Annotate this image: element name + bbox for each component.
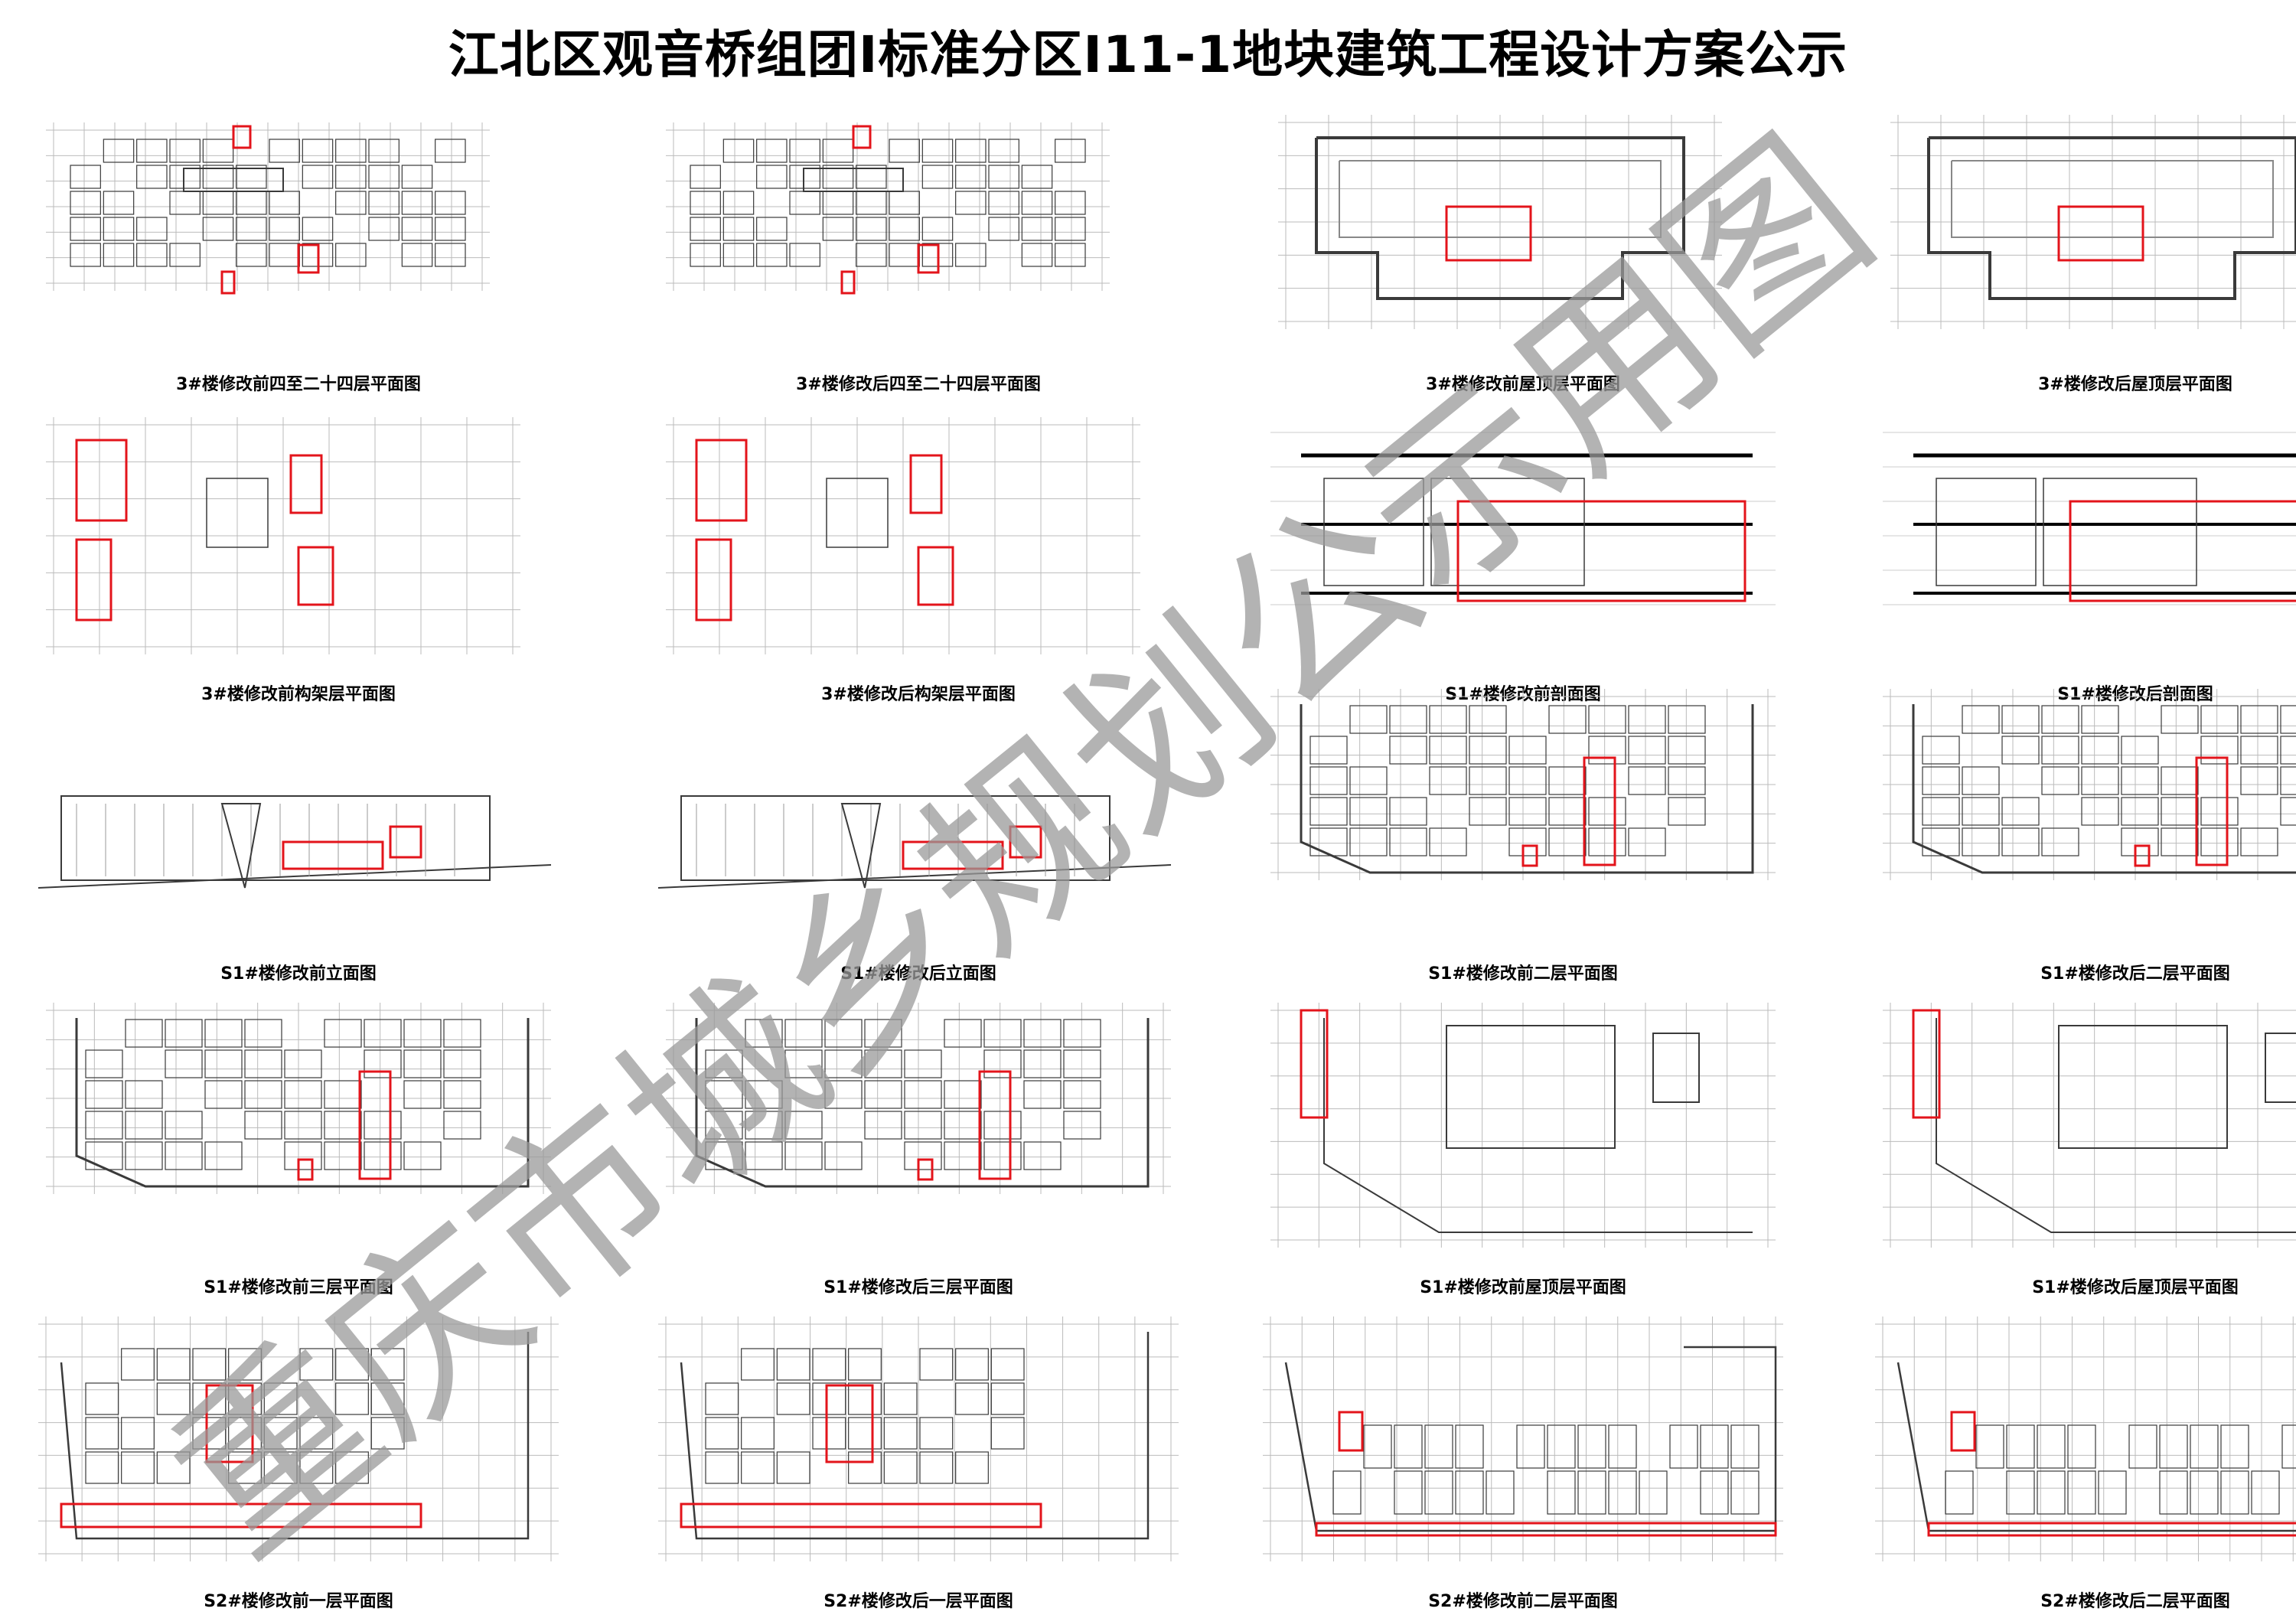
drawing-panel: 3#楼修改后屋顶层平面图 <box>1867 100 2296 394</box>
drawing-s2plan <box>38 1316 559 1561</box>
drawing-caption: 3#楼修改后四至二十四层平面图 <box>796 375 1041 394</box>
drawing-floorplan <box>46 122 490 295</box>
drawing-panel: 3#楼修改后构架层平面图 <box>651 409 1186 704</box>
revision-markup <box>205 1384 254 1463</box>
drawing-caption: S1#楼修改前屋顶层平面图 <box>1420 1278 1626 1297</box>
revision-markup <box>1912 1009 1941 1119</box>
drawing-caption: S2#楼修改前二层平面图 <box>1428 1592 1618 1611</box>
page-title: 江北区观音桥组团I标准分区I11-1地块建筑工程设计方案公示 <box>448 25 1848 84</box>
revision-markup <box>220 270 236 295</box>
revision-markup <box>1338 1411 1364 1452</box>
revision-markup <box>902 840 1004 870</box>
drawing-caption: S1#楼修改后立面图 <box>840 964 996 984</box>
revision-markup <box>2057 205 2144 262</box>
drawing-caption: 3#楼修改前构架层平面图 <box>201 685 396 704</box>
drawing-section <box>1270 432 1776 605</box>
drawing-panel: S2#楼修改后一层平面图 <box>651 1316 1186 1611</box>
drawing-panel: 3#楼修改前屋顶层平面图 <box>1255 100 1791 394</box>
drawing-panel: S2#楼修改后二层平面图 <box>1867 1316 2296 1611</box>
revision-markup <box>297 243 320 274</box>
drawing-panel: 3#楼修改后四至二十四层平面图 <box>651 100 1186 394</box>
revision-markup <box>282 840 384 870</box>
drawing-bigplan <box>1270 689 1776 880</box>
drawing-caption: S2#楼修改后二层平面图 <box>2040 1592 2230 1611</box>
drawing-elevation <box>657 795 1172 889</box>
revision-markup <box>1445 205 1532 262</box>
drawing-panel: 3#楼修改前四至二十四层平面图 <box>31 100 566 394</box>
drawing-roof <box>1278 115 1722 329</box>
revision-markup <box>917 1158 934 1181</box>
revision-markup <box>909 454 943 514</box>
revision-markup <box>917 546 954 606</box>
drawing-caption: S1#楼修改前三层平面图 <box>204 1278 393 1297</box>
drawing-s1roof <box>1883 1003 2296 1248</box>
drawing-panel: S1#楼修改后立面图 <box>651 689 1186 984</box>
revision-markup <box>75 439 128 522</box>
revision-markup <box>917 243 940 274</box>
drawing-panel: S1#楼修改后二层平面图 <box>1867 689 2296 984</box>
drawing-s2long <box>1263 1316 1783 1561</box>
drawing-caption: 3#楼修改后构架层平面图 <box>821 685 1016 704</box>
drawing-floorplan <box>666 122 1110 295</box>
drawing-caption: 3#楼修改前四至二十四层平面图 <box>176 375 421 394</box>
drawing-panel: S1#楼修改前剖面图 <box>1255 409 1791 704</box>
revision-markup <box>2069 500 2296 602</box>
drawing-panel: S1#楼修改前立面图 <box>31 689 566 984</box>
revision-markup <box>695 439 748 522</box>
drawing-elevation <box>38 795 552 889</box>
revision-markup <box>1456 500 1746 602</box>
revision-markup <box>2195 756 2229 866</box>
drawing-s1roof <box>1270 1003 1776 1248</box>
drawing-bigplan <box>1883 689 2296 880</box>
drawing-caption: S1#楼修改前立面图 <box>220 964 377 984</box>
revision-markup <box>1583 756 1616 866</box>
revision-markup <box>2134 844 2151 867</box>
revision-markup <box>232 125 252 149</box>
revision-markup <box>852 125 872 149</box>
revision-markup <box>358 1070 392 1180</box>
revision-markup <box>1521 844 1538 867</box>
drawing-caption: S1#楼修改后三层平面图 <box>823 1278 1013 1297</box>
drawing-caption: S2#楼修改前一层平面图 <box>204 1592 393 1611</box>
revision-markup <box>75 538 113 622</box>
drawing-panel: 3#楼修改前构架层平面图 <box>31 409 566 704</box>
revision-markup <box>1009 825 1042 859</box>
drawing-panel: S1#楼修改前屋顶层平面图 <box>1255 1003 1791 1297</box>
revision-markup <box>978 1070 1012 1180</box>
drawing-caption: 3#楼修改前屋顶层平面图 <box>1426 375 1620 394</box>
drawing-frame <box>46 417 520 654</box>
revision-markup <box>1315 1522 1777 1537</box>
drawing-panel: S2#楼修改前一层平面图 <box>31 1316 566 1611</box>
drawing-panel: S1#楼修改后三层平面图 <box>651 1003 1186 1297</box>
revision-markup <box>1927 1522 2296 1537</box>
revision-markup <box>825 1384 874 1463</box>
drawing-roof <box>1890 115 2296 329</box>
revision-markup <box>680 1502 1042 1529</box>
drawing-panel: S1#楼修改后屋顶层平面图 <box>1867 1003 2296 1297</box>
revision-markup <box>1300 1009 1329 1119</box>
revision-markup <box>60 1502 422 1529</box>
revision-markup <box>389 825 422 859</box>
drawing-caption: S2#楼修改后一层平面图 <box>823 1592 1013 1611</box>
revision-markup <box>297 546 334 606</box>
revision-markup <box>289 454 323 514</box>
drawing-bigplan <box>46 1003 551 1194</box>
drawing-bigplan <box>666 1003 1171 1194</box>
drawing-caption: S1#楼修改后屋顶层平面图 <box>2032 1278 2239 1297</box>
revision-markup <box>840 270 856 295</box>
drawing-caption: S1#楼修改后二层平面图 <box>2040 964 2230 984</box>
drawing-section <box>1883 432 2296 605</box>
drawing-caption: S1#楼修改前二层平面图 <box>1428 964 1618 984</box>
drawing-s2plan <box>658 1316 1179 1561</box>
revision-markup <box>297 1158 314 1181</box>
drawing-panel: S1#楼修改前二层平面图 <box>1255 689 1791 984</box>
drawing-s2long <box>1875 1316 2296 1561</box>
drawing-panel: S1#楼修改后剖面图 <box>1867 409 2296 704</box>
drawing-panel: S1#楼修改前三层平面图 <box>31 1003 566 1297</box>
drawing-caption: 3#楼修改后屋顶层平面图 <box>2038 375 2232 394</box>
revision-markup <box>1950 1411 1976 1452</box>
revision-markup <box>695 538 732 622</box>
drawing-panel: S2#楼修改前二层平面图 <box>1255 1316 1791 1611</box>
drawing-frame <box>666 417 1140 654</box>
